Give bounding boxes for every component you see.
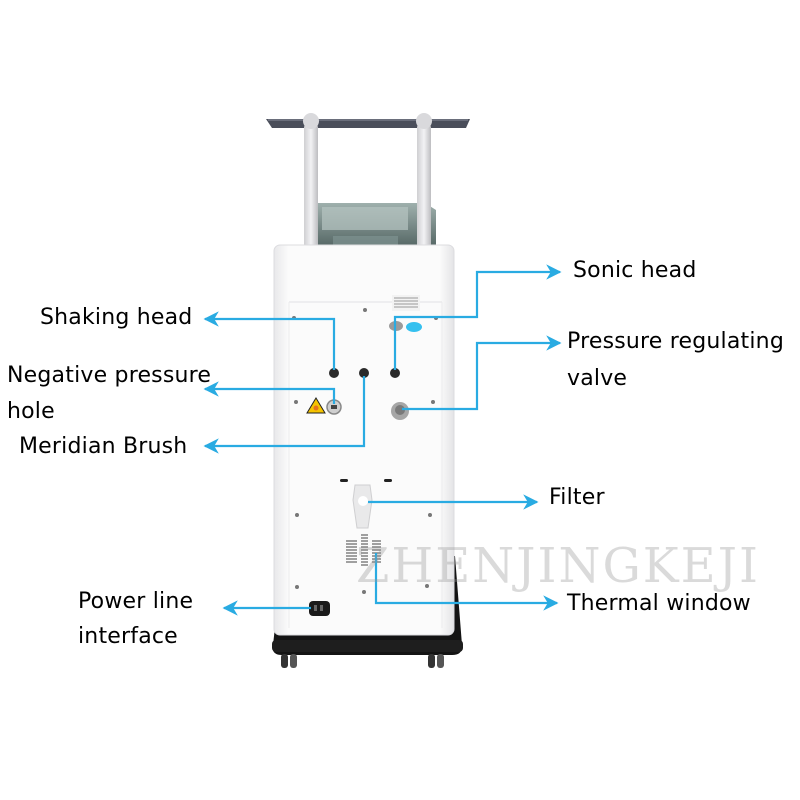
pressure-regulating-valve bbox=[391, 402, 409, 420]
callout-thermal-window bbox=[374, 553, 559, 611]
filter-unit bbox=[340, 479, 392, 529]
watermark: ZHENJINGKEJI bbox=[356, 538, 760, 594]
callout-sonic-head bbox=[393, 264, 562, 370]
label-pressure-valve-line2: valve bbox=[567, 366, 628, 391]
caster-right bbox=[428, 654, 444, 668]
screws bbox=[292, 308, 438, 594]
port-sonic-head bbox=[390, 368, 400, 378]
callout-shaking-head bbox=[203, 311, 336, 370]
thermal-window-vents bbox=[346, 534, 381, 566]
callout-pressure-valve bbox=[402, 335, 562, 411]
label-power-line-line2: interface bbox=[78, 624, 178, 649]
label-negative-pressure-line2: hole bbox=[7, 399, 55, 424]
label-meridian-brush: Meridian Brush bbox=[19, 434, 188, 459]
power-socket bbox=[309, 601, 330, 616]
label-power-line-line1: Power line bbox=[78, 589, 194, 614]
handle-poles bbox=[303, 113, 432, 262]
port-shaking-head bbox=[329, 368, 339, 378]
callout-lines bbox=[203, 264, 562, 616]
callout-meridian-brush bbox=[203, 376, 366, 454]
warning-triangle-icon bbox=[306, 397, 326, 414]
callout-negative-pressure bbox=[203, 381, 336, 404]
label-filter: Filter bbox=[549, 485, 605, 510]
caster-left bbox=[281, 654, 297, 668]
port-meridian-brush bbox=[359, 368, 369, 378]
label-pressure-valve-line1: Pressure regulating bbox=[567, 329, 784, 354]
label-negative-pressure-line1: Negative pressure bbox=[7, 363, 212, 388]
label-shaking-head: Shaking head bbox=[40, 305, 193, 330]
label-sonic-head: Sonic head bbox=[573, 258, 697, 283]
handle-holder-tray bbox=[266, 119, 470, 128]
label-thermal-window: Thermal window bbox=[567, 591, 751, 616]
